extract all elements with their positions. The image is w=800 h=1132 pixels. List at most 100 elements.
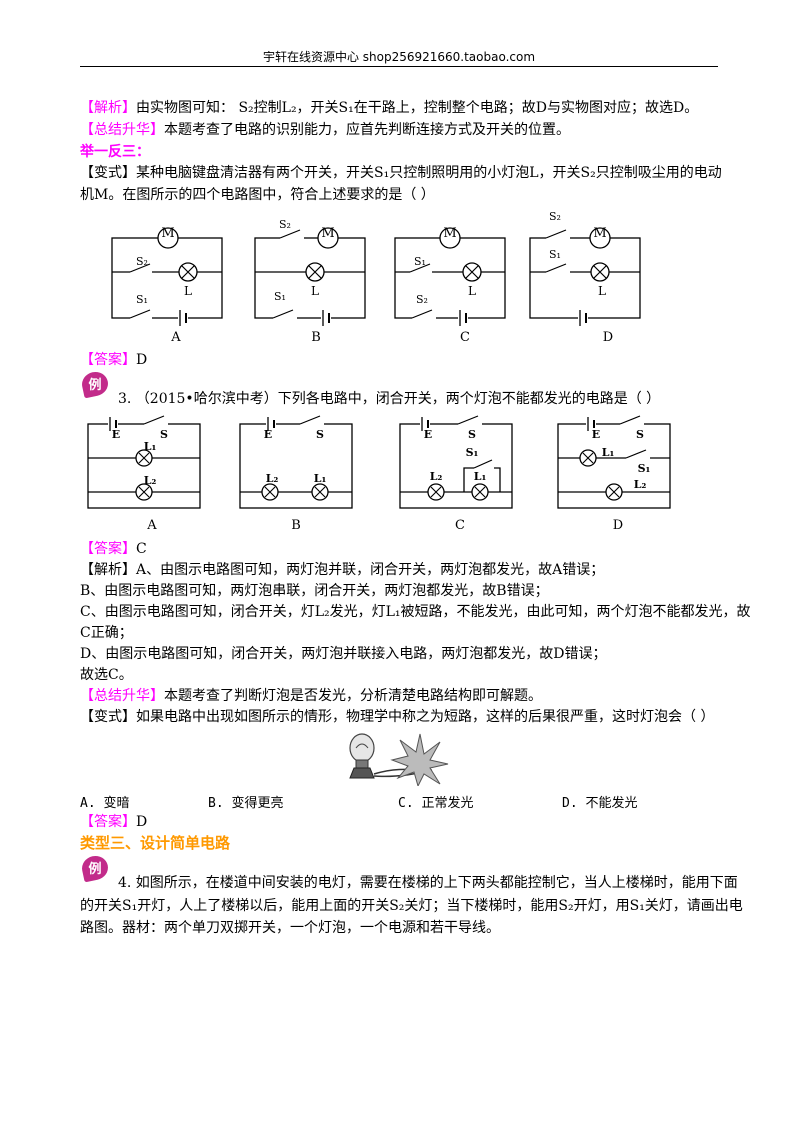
- analysis-paragraph: 【解析】由实物图可知： S₂控制L₂，开关S₁在干路上，控制整个电路；故D与实物…: [80, 98, 698, 118]
- switch-icon: [129, 309, 151, 319]
- short-circuit-illustration: [349, 733, 449, 786]
- lamp-label: L₁: [143, 440, 157, 453]
- motor-icon: [157, 227, 179, 249]
- diagram-c: [409, 227, 482, 326]
- switch-label: S₁: [274, 290, 286, 303]
- switch-label: S₁: [549, 248, 561, 261]
- analysis-tag: 【解析】: [80, 100, 136, 116]
- answer-value: D: [136, 352, 148, 368]
- motor-label: M: [161, 226, 175, 241]
- diagram-b: [272, 227, 339, 326]
- example-3-analysis-b: B、由图示电路图可知，两灯泡串联，闭合开关，两灯泡都发光，故B错误；: [80, 583, 549, 599]
- answer-tag: 【答案】: [80, 814, 136, 830]
- battery-label: E: [423, 428, 433, 441]
- motor-label: M: [593, 226, 607, 241]
- ex3-diagram-b: [240, 415, 352, 501]
- diagram-a: [129, 227, 198, 326]
- answer-value: C: [136, 541, 147, 557]
- switch-icon: [545, 229, 567, 239]
- example-3-answer: 【答案】C: [80, 539, 147, 559]
- battery-label: E: [263, 428, 273, 441]
- example-3-question: 3. （2015•哈尔滨中考）下列各电路中，闭合开关，两个灯泡不能都发光的电路是…: [118, 391, 661, 407]
- answer-tag: 【答案】: [80, 352, 136, 368]
- switch-icon: [409, 263, 431, 273]
- battery-label: E: [591, 428, 601, 441]
- example-3-conclusion: 故选C。: [80, 667, 133, 683]
- practice-heading: 举一反三：: [80, 144, 150, 160]
- example-badge: 例: [79, 369, 111, 399]
- motor-icon: [589, 227, 611, 249]
- option-b: B. 变得更亮: [208, 796, 284, 811]
- caption-d: D: [602, 330, 614, 345]
- circuit-diagrams-variant-1: [111, 227, 641, 326]
- diagram-d: [545, 227, 611, 326]
- switch-label: S₁: [637, 462, 651, 475]
- lamp-label: L₂: [265, 472, 279, 485]
- example-3-summary: 【总结升华】本题考查了判断灯泡是否发光，分析清楚电路结构即可解题。: [80, 688, 542, 704]
- ex3-diagram-d: [558, 415, 670, 501]
- option-a: A. 变暗: [80, 796, 130, 811]
- switch-icon: [279, 229, 301, 239]
- lamp-label: L₂: [143, 474, 157, 487]
- variant-question-line-1: 【变式】某种电脑键盘清洁器有两个开关，开关S₁只控制照明用的小灯泡L，开关S₂只…: [80, 165, 722, 181]
- example-4-line-3: 路图。器材：两个单刀双掷开关，一个灯泡，一个电源和若干导线。: [80, 920, 500, 936]
- switch-label: S₁: [136, 293, 148, 306]
- switch-icon: [299, 415, 321, 425]
- switch-label: S₂: [416, 293, 428, 306]
- section-3-title: 类型三、设计简单电路: [80, 834, 231, 852]
- switch-label: S: [316, 428, 324, 441]
- lamp-label: L: [184, 284, 192, 298]
- example-3-analysis-a: 【解析】A、由图示电路图可知，两灯泡并联，闭合开关，两灯泡都发光，故A错误；: [80, 562, 605, 578]
- switch-label: S₁: [465, 446, 479, 459]
- variant-question-line-2: 机M。在图所示的四个电路图中，符合上述要求的是（ ）: [80, 187, 435, 203]
- ex3-diagram-a: [88, 415, 200, 501]
- page-header: 宇轩在线资源中心 shop256921660.taobao.com: [262, 50, 536, 64]
- switch-icon: [545, 263, 567, 273]
- lamp-label: L₂: [429, 470, 443, 483]
- analysis-text: 由实物图可知： S₂控制L₂，开关S₁在干路上，控制整个电路；故D与实物图对应；…: [136, 100, 699, 116]
- example-4-line-1: 4. 如图所示，在楼道中间安装的电灯，需要在楼梯的上下两头都能控制它，当人上楼梯…: [118, 875, 738, 891]
- lamp-label: L: [598, 284, 606, 298]
- switch-label: S: [636, 428, 644, 441]
- variant-1-answer: 【答案】D: [80, 350, 147, 370]
- ex3-caption-d: D: [612, 518, 624, 533]
- analysis-tag: 【解析】: [80, 562, 136, 578]
- switch-label: S₂: [279, 218, 291, 231]
- switch-label: S₂: [136, 255, 148, 268]
- motor-label: M: [443, 226, 457, 241]
- switch-icon: [129, 263, 151, 273]
- light-bulb-icon: [349, 733, 375, 763]
- example-badge: 例: [79, 853, 111, 883]
- summary-tag: 【总结升华】: [80, 688, 164, 704]
- lamp-label: L₁: [601, 446, 615, 459]
- motor-icon: [439, 227, 461, 249]
- switch-icon: [625, 449, 647, 459]
- answer-tag: 【答案】: [80, 541, 136, 557]
- caption-c: C: [460, 330, 470, 345]
- ex3-caption-a: A: [147, 518, 157, 533]
- lamp-label: L₁: [313, 472, 327, 485]
- summary-paragraph: 【总结升华】本题考查了电路的识别能力，应首先判断连接方式及开关的位置。: [80, 120, 570, 140]
- switch-icon: [272, 309, 294, 319]
- switch-label: S₁: [414, 255, 426, 268]
- example-3-analysis-d: D、由图示电路图可知，闭合开关，两灯泡并联接入电路，两灯泡都发光，故D错误；: [80, 646, 607, 662]
- lamp-label: L₂: [633, 478, 647, 491]
- example-3-analysis-c-2: C正确；: [80, 625, 133, 641]
- lamp-label: L: [468, 284, 476, 298]
- caption-a: A: [171, 330, 181, 345]
- switch-label: S: [160, 428, 168, 441]
- switch-icon: [457, 415, 479, 425]
- variant-2-question: 【变式】如果电路中出现如图所示的情形，物理学中称之为短路，这样的后果很严重，这时…: [80, 709, 715, 725]
- ex3-diagram-c: [400, 415, 512, 501]
- switch-icon: [143, 415, 165, 425]
- variant-2-answer: 【答案】D: [80, 812, 147, 832]
- answer-value: D: [136, 814, 148, 830]
- switch-icon: [619, 415, 641, 425]
- option-c: C. 正常发光: [398, 796, 474, 811]
- battery-label: E: [111, 428, 121, 441]
- ex3-caption-c: C: [455, 518, 465, 533]
- caption-b: B: [311, 330, 321, 345]
- summary-tag: 【总结升华】: [80, 122, 164, 138]
- lamp-label: L₁: [473, 470, 487, 483]
- switch-icon: [411, 309, 433, 319]
